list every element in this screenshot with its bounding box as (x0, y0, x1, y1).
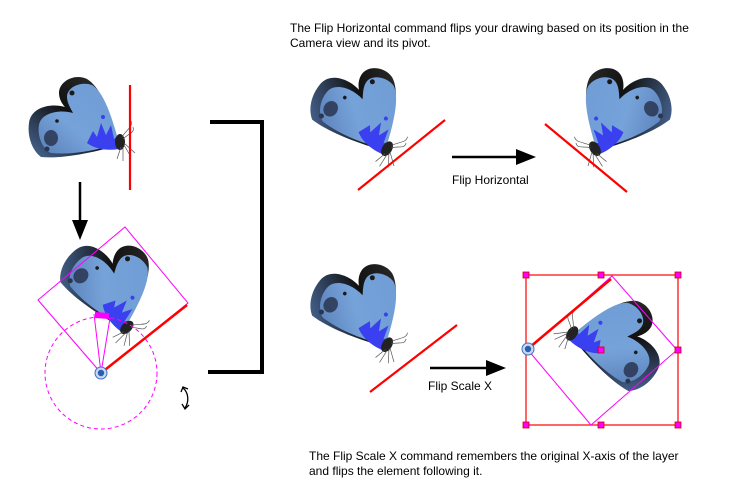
butterfly-after-flip-horizontal (547, 44, 683, 174)
flip-scale-x-caption: The Flip Scale X command remembers the o… (309, 449, 679, 478)
axis-line (357, 119, 446, 191)
flip-horizontal-label: Flip Horizontal (452, 173, 529, 187)
butterfly-before-flip-scale-x (299, 240, 435, 370)
rotation-circle (44, 316, 158, 430)
flip-scale-x-label: Flip Scale X (428, 379, 493, 393)
butterfly-before-flip-horizontal (299, 44, 435, 174)
bracket (208, 120, 264, 374)
right-arrow-icon (430, 360, 506, 376)
pivot-icon[interactable] (521, 342, 535, 356)
axis-line (100, 304, 188, 374)
right-arrow-icon (452, 149, 536, 165)
butterfly-rotated (48, 216, 184, 352)
axis-line (369, 324, 458, 393)
rotate-icon (180, 386, 190, 411)
flip-horizontal-caption: The Flip Horizontal command flips your d… (290, 21, 689, 50)
axis-line (529, 278, 612, 348)
transform-handles[interactable] (522, 271, 682, 429)
pivot-icon (94, 366, 108, 380)
butterfly-after-flip-scale-x (548, 271, 685, 402)
butterfly-original (28, 76, 136, 162)
axis-line (544, 123, 628, 193)
selection-box (37, 226, 189, 374)
down-arrow-icon (72, 182, 88, 240)
